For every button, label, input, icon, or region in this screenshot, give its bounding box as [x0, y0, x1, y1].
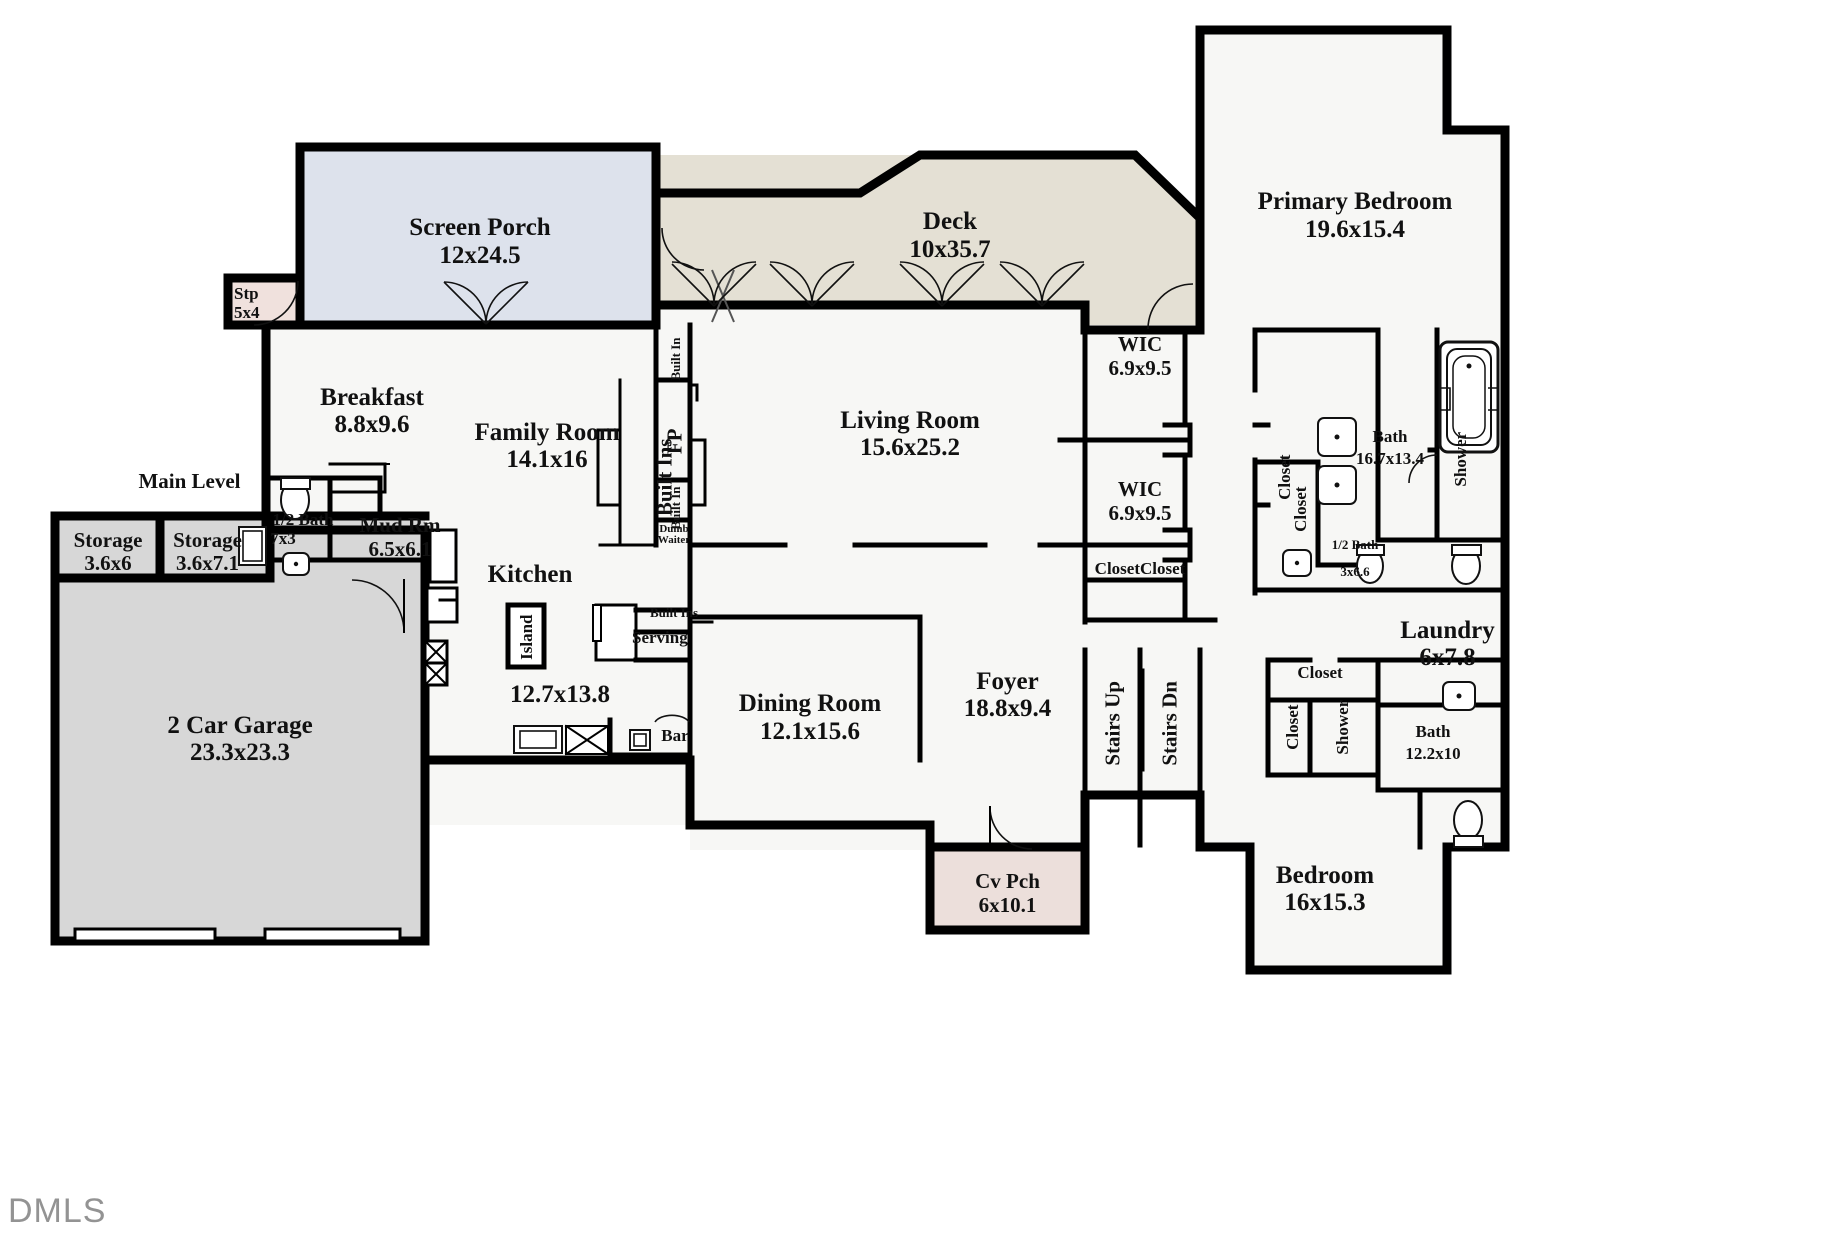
- covered-porch-fill: [930, 847, 1085, 930]
- main-interior-fill: [266, 305, 1505, 970]
- screen-porch-fill: [300, 147, 656, 325]
- watermark: DMLS: [8, 1192, 107, 1230]
- primary-bedroom-walls: [1195, 25, 1510, 335]
- storage-left-fill: [55, 516, 160, 578]
- primary-bedroom-fill: [1200, 30, 1505, 330]
- garage-fill: [55, 516, 425, 941]
- step-fill: [228, 278, 300, 325]
